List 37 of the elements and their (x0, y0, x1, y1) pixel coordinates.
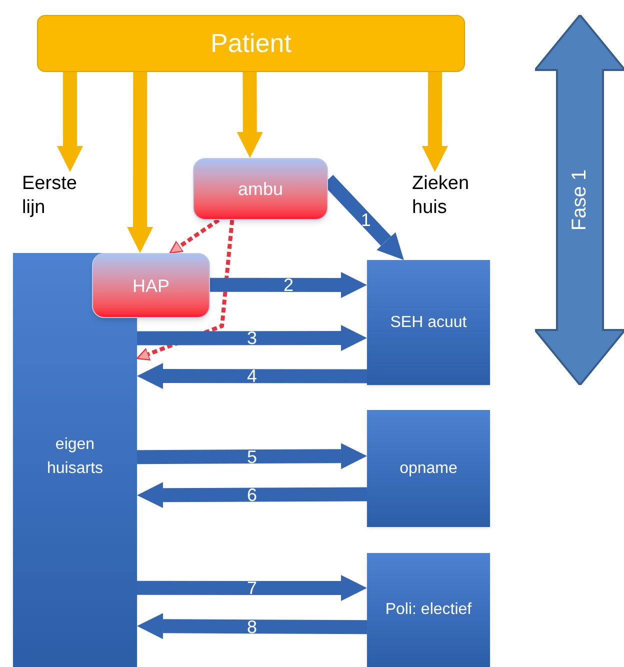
arrow (136, 443, 367, 470)
phase-label: Fase 1 (568, 169, 592, 231)
edge-label: 2 (284, 276, 294, 294)
node-label: Poli: electief (384, 600, 473, 620)
rounded-box (92, 253, 210, 318)
node-label: eigen huisarts (46, 435, 104, 479)
node-label: ambu (236, 178, 284, 201)
arrow (422, 72, 448, 172)
node-label: opname (398, 458, 458, 478)
arrow (136, 220, 234, 360)
arrow (210, 272, 367, 298)
rounded-box (193, 158, 328, 220)
edge-label: 6 (247, 486, 257, 504)
node-label: SEH acuut (389, 312, 468, 332)
node-label: HAP (131, 274, 170, 298)
node-label: Eerste lijn (22, 172, 78, 220)
process-box (367, 410, 490, 527)
arrow (137, 575, 367, 601)
process-box (367, 553, 490, 667)
edge-label: 8 (247, 618, 257, 636)
arrow (137, 482, 368, 508)
arrow (127, 72, 154, 253)
node-label: Patient (210, 27, 292, 60)
edge-label: 7 (247, 578, 257, 597)
edge-label: 1 (360, 210, 371, 229)
arrow (57, 72, 83, 172)
edge-label: 4 (247, 367, 257, 386)
patient-bar (37, 15, 465, 72)
arrow (169, 218, 220, 254)
edge-label: 5 (247, 448, 257, 466)
arrow (136, 325, 367, 352)
process-box (367, 260, 490, 385)
node-label: Zieken huis (412, 172, 470, 220)
edge-label: 3 (247, 329, 257, 348)
arrow (137, 613, 368, 640)
arrow (236, 72, 263, 158)
arrow (137, 363, 368, 389)
